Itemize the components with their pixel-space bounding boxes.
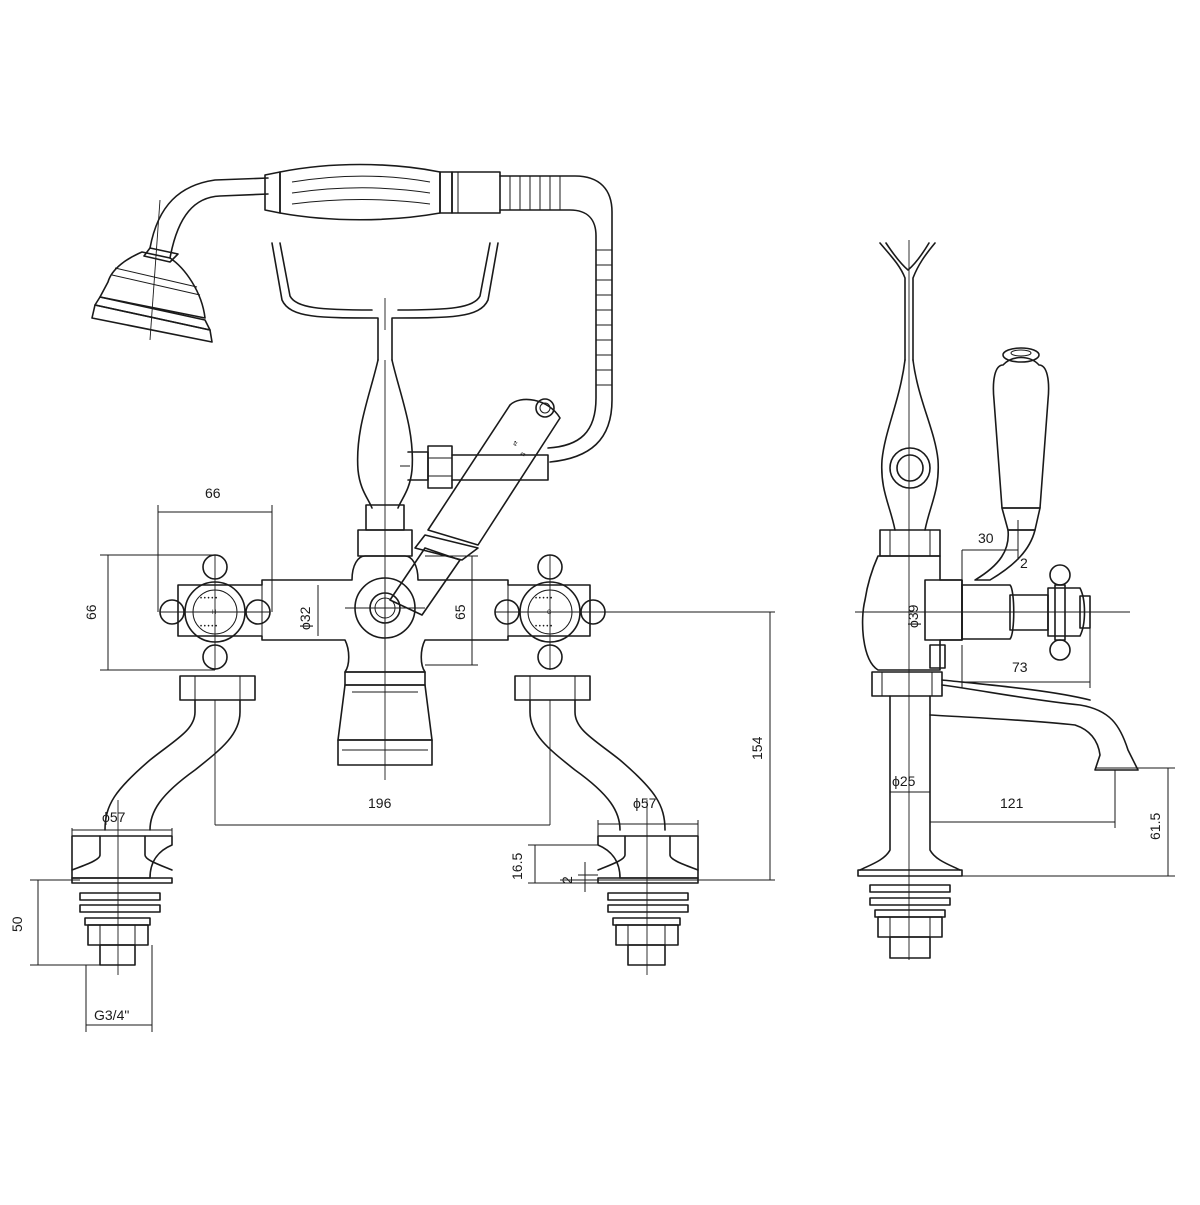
front-dimensions: 66 66 ϕ32 65 196 154 ϕ57 ϕ57 50 — [9, 485, 775, 1032]
lever-label-bottom: ⇅ — [520, 451, 528, 459]
valve-hot: H • • • • • • • • • • — [159, 554, 271, 670]
dim-side-step: 2 — [1020, 555, 1028, 571]
shower-hose — [499, 175, 613, 463]
side-view: 30 2 ϕ39 73 ϕ25 121 61.5 — [855, 240, 1175, 960]
valve-cold-label: C — [547, 610, 552, 616]
shower-handle — [264, 163, 501, 221]
front-view: ⇄ ⇅ H • — [9, 163, 775, 1032]
side-cradle — [879, 240, 936, 960]
dim-base-step: 2 — [559, 876, 575, 884]
dim-base-dia-right: ϕ57 — [633, 795, 657, 811]
dim-leg-spacing: 196 — [368, 795, 392, 811]
shower-cradle — [271, 242, 499, 361]
side-leg — [857, 695, 963, 959]
valve-cold-ring-text-bottom: • • • • • — [535, 624, 552, 630]
valve-hot-label: H — [212, 610, 216, 616]
valve-cold-ring-text: • • • • • — [535, 596, 552, 602]
dim-base-height: 16.5 — [509, 853, 525, 880]
dim-tail-length: 50 — [9, 916, 25, 932]
dim-side-depth: 73 — [1012, 659, 1028, 675]
shower-head — [91, 199, 213, 343]
side-lever — [974, 347, 1050, 581]
valve-hot-ring-text-bottom: • • • • • — [200, 624, 217, 630]
left-leg — [71, 675, 256, 975]
front-spout — [337, 671, 433, 766]
dim-base-dia-left: ϕ57 — [102, 809, 126, 825]
side-dimensions: 30 2 ϕ39 73 ϕ25 121 61.5 — [890, 520, 1175, 877]
dim-spout-height: 61.5 — [1147, 813, 1163, 840]
side-stem — [879, 359, 941, 557]
dim-thread-size: G3/4" — [94, 1007, 129, 1023]
valve-hot-ring-text: • • • • • — [200, 596, 217, 602]
valve-cold: C • • • • • • • • • • — [494, 554, 775, 670]
dim-body-dia: ϕ32 — [297, 606, 313, 630]
right-leg — [514, 675, 699, 975]
dim-side-stem-dia: ϕ25 — [892, 773, 916, 789]
dim-overall-height: 154 — [749, 736, 765, 760]
dim-body-height: 65 — [452, 604, 468, 620]
mixer-body — [177, 555, 591, 673]
dim-66-horizontal: 66 — [205, 485, 221, 501]
dim-66-vertical: 66 — [83, 604, 99, 620]
dim-spout-reach: 121 — [1000, 795, 1024, 811]
diverter-lever: ⇄ ⇅ — [389, 398, 561, 616]
dim-side-lever: 30 — [978, 530, 994, 546]
side-spout — [871, 671, 1139, 771]
side-valve — [961, 564, 1091, 661]
shower-arm — [149, 177, 269, 259]
side-body — [855, 555, 1130, 671]
hose-connector — [400, 445, 549, 489]
dim-side-body-dia: ϕ39 — [905, 604, 921, 628]
lever-label-top: ⇄ — [511, 440, 520, 448]
